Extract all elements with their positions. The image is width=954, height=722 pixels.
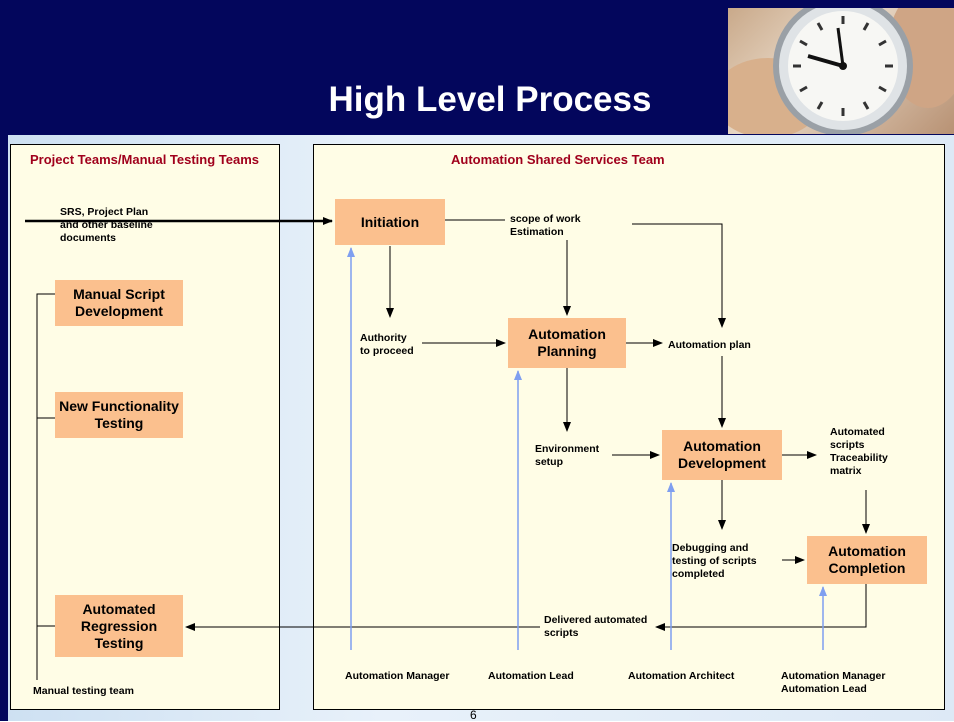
clock-image xyxy=(728,8,954,134)
debugging-label: Debugging and testing of scripts complet… xyxy=(672,542,757,580)
left-panel-title: Project Teams/Manual Testing Teams xyxy=(30,152,260,167)
page-number: 6 xyxy=(470,708,477,722)
new-functionality-testing-box: New Functionality Testing xyxy=(55,392,183,438)
automation-completion-box: Automation Completion xyxy=(807,536,927,584)
role-automation-lead: Automation Lead xyxy=(488,670,574,682)
role-automation-architect: Automation Architect xyxy=(628,670,735,682)
left-rail xyxy=(0,135,8,721)
scope-to-plan-arrow xyxy=(632,223,726,328)
automation-plan-label: Automation plan xyxy=(668,339,751,351)
initiation-box: Initiation xyxy=(335,199,445,245)
role-automation-manager: Automation Manager xyxy=(345,670,450,682)
manual-team-label: Manual testing team xyxy=(33,685,134,697)
authority-label: Authority to proceed xyxy=(360,332,414,357)
manual-script-development-box: Manual Script Development xyxy=(55,280,183,326)
role-automation-manager-lead: Automation Manager Automation Lead xyxy=(781,670,886,695)
automated-regression-testing-box: Automated Regression Testing xyxy=(55,595,183,657)
page-title: High Level Process xyxy=(328,80,652,119)
automation-planning-box: Automation Planning xyxy=(508,318,626,368)
right-panel-title: Automation Shared Services Team xyxy=(451,152,665,167)
automated-scripts-label: Automated scripts Traceability matrix xyxy=(830,426,888,477)
manual-team-bracket xyxy=(36,293,55,680)
deliver-label: Delivered automated scripts xyxy=(544,614,648,639)
scope-label: scope of work Estimation xyxy=(510,213,581,238)
environment-label: Environment setup xyxy=(535,443,600,468)
automation-development-box: Automation Development xyxy=(662,430,782,480)
completion-deliver-arrow xyxy=(655,584,867,631)
